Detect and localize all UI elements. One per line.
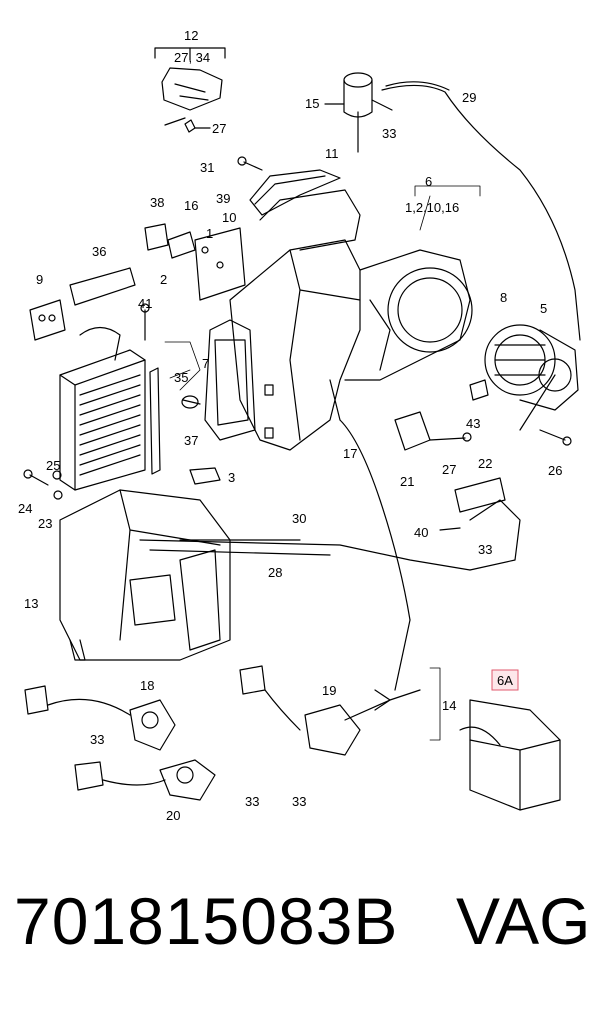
callout: 16: [184, 198, 198, 213]
servo-motors-part: [24, 685, 216, 801]
servo-19-part: [239, 619, 421, 756]
bracket-43-part: [469, 379, 489, 401]
callout: 21: [400, 474, 414, 489]
callout: 33: [382, 126, 396, 141]
callout: 33: [292, 794, 306, 809]
callout: 40: [414, 525, 428, 540]
callout: 33: [245, 794, 259, 809]
exploded-parts-diagram: 12 27, 34 27 15 29 33 11 31 6 1,2,10,16 …: [18, 28, 581, 823]
callout: 11: [325, 146, 339, 161]
callout: 36: [92, 244, 106, 259]
callout: 13: [24, 596, 38, 611]
callout: 6: [425, 174, 432, 189]
resistor-part: [394, 411, 431, 451]
callout: 5: [540, 301, 547, 316]
callout: 1,2,10,16: [405, 200, 459, 215]
vacuum-actuator-part: [324, 72, 581, 341]
callout: 20: [166, 808, 180, 823]
callout: 33: [90, 732, 104, 747]
flaps-small-parts: [144, 223, 246, 301]
callout: 18: [140, 678, 154, 693]
callout: 24: [18, 501, 32, 516]
callout: 7: [202, 356, 209, 371]
callout: 10: [222, 210, 236, 225]
callout: 43: [466, 416, 480, 431]
seal-strip-part: [249, 169, 341, 216]
callout: 27: [212, 121, 226, 136]
callout: 31: [200, 160, 214, 175]
callout: 33: [478, 542, 492, 557]
callout: 12: [184, 28, 198, 43]
callout: 17: [343, 446, 357, 461]
callout: 35: [174, 370, 188, 385]
heater-core-part: [29, 267, 146, 491]
callout: 39: [216, 191, 230, 206]
callout: 8: [500, 290, 507, 305]
leader-lines: [164, 185, 481, 741]
seal-35-part: [149, 367, 161, 475]
callout: 27: [442, 462, 456, 477]
callout: 19: [322, 683, 336, 698]
part-6a-drawing: [459, 699, 561, 811]
callout: 15: [305, 96, 319, 111]
clip-part: [189, 467, 221, 485]
callout: 29: [462, 90, 476, 105]
callout: 26: [548, 463, 562, 478]
callout: 2: [160, 272, 167, 287]
harness-part: [439, 477, 521, 571]
relay-connector-part: [154, 47, 226, 133]
callout: 14: [442, 698, 456, 713]
part-number: 701815083B: [14, 884, 399, 958]
highlight-box: [491, 669, 519, 691]
callout: 27, 34: [174, 50, 210, 65]
callout: 1: [206, 226, 213, 241]
callout: 25: [46, 458, 60, 473]
lower-housing-part: [59, 489, 471, 661]
blower-motor-part: [484, 324, 579, 431]
callout-highlighted: 6A: [497, 673, 513, 688]
screws: [23, 156, 572, 500]
callout-labels: 12 27, 34 27 15 29 33 11 31 6 1,2,10,16 …: [18, 28, 562, 823]
callout: 37: [184, 433, 198, 448]
heater-housing-part: [204, 189, 473, 621]
brand-name: VAG: [456, 884, 591, 958]
callout: 23: [38, 516, 52, 531]
callout: 41: [138, 296, 152, 311]
callout: 22: [478, 456, 492, 471]
callout: 28: [268, 565, 282, 580]
callout: 38: [150, 195, 164, 210]
callout: 9: [36, 272, 43, 287]
callout: 3: [228, 470, 235, 485]
callout: 30: [292, 511, 306, 526]
